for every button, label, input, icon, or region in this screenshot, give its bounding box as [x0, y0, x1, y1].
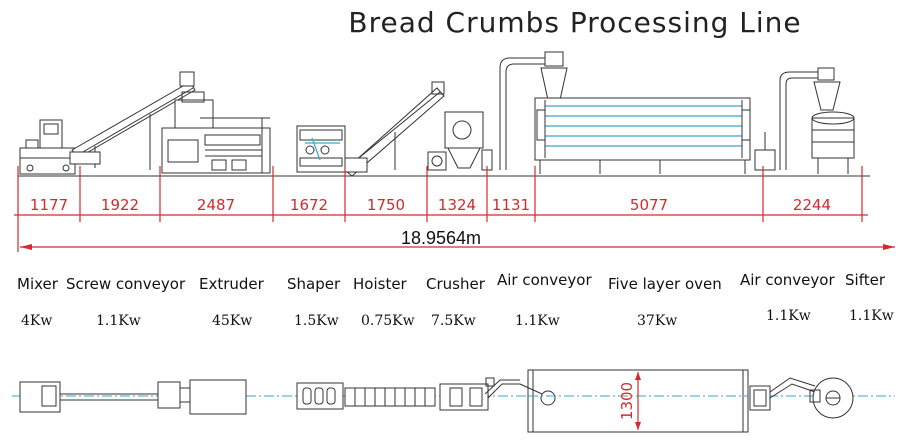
machine-name-sifter: Sifter	[845, 271, 886, 289]
extruder-elevation	[161, 91, 271, 174]
dimension-shaper: 1672	[290, 196, 328, 214]
machine-power-sifter: 1.1Kw	[849, 308, 894, 324]
shaper-plan	[296, 382, 344, 410]
machine-power-crusher: 7.5Kw	[431, 313, 476, 329]
screw-conveyor-elevation	[69, 71, 196, 170]
crusher-plan	[439, 377, 520, 411]
air-conveyor-1-elevation	[499, 51, 568, 170]
dimension-screw-conveyor: 1922	[101, 196, 139, 214]
machine-power-screw-conveyor: 1.1Kw	[96, 313, 141, 329]
machine-name-air-conveyor-1: Air conveyor	[497, 271, 592, 289]
machine-labels: Mixer Screw conveyor Extruder Shaper Hoi…	[17, 271, 894, 329]
machine-name-crusher: Crusher	[426, 275, 486, 293]
dimension-row: 1177 1922 2487 1672 1750 1324 1131 5077 …	[14, 166, 895, 252]
dimension-sifter: 2244	[793, 196, 831, 214]
machine-power-hoister: 0.75Kw	[361, 313, 415, 329]
dimension-crusher: 1324	[438, 196, 476, 214]
machine-name-screw-conveyor: Screw conveyor	[66, 275, 186, 293]
sifter-elevation	[811, 111, 855, 174]
machine-power-oven: 37Kw	[637, 313, 677, 329]
dimension-mixer: 1177	[30, 196, 68, 214]
machine-power-extruder: 45Kw	[212, 313, 252, 329]
machine-name-oven: Five layer oven	[608, 275, 722, 293]
mixer-plan	[19, 381, 90, 413]
elevation-view	[18, 51, 870, 177]
dimension-ticks	[17, 166, 863, 252]
sifter-plan	[749, 377, 854, 419]
air-conveyor-2-elevation	[754, 67, 841, 171]
oven-plan: 1300	[519, 369, 749, 433]
dimension-hoister: 1750	[367, 196, 405, 214]
oven-width-label: 1300	[618, 382, 636, 420]
total-length: 18.9564m	[401, 228, 481, 248]
diagram-title: Bread Crumbs Processing Line	[348, 6, 801, 39]
machine-name-hoister: Hoister	[353, 275, 408, 293]
plan-view: 1300	[12, 369, 895, 433]
machine-name-extruder: Extruder	[199, 275, 265, 293]
hoister-elevation	[344, 81, 445, 177]
crusher-elevation	[427, 111, 493, 171]
shaper-elevation	[296, 125, 346, 173]
total-arrow-right	[883, 244, 895, 250]
extruder-plan	[90, 379, 247, 415]
machine-power-air-conveyor-2: 1.1Kw	[766, 308, 811, 324]
five-layer-oven-elevation	[534, 97, 751, 174]
total-arrow-left	[20, 244, 32, 250]
machine-name-air-conveyor-2: Air conveyor	[740, 271, 835, 289]
machine-name-shaper: Shaper	[287, 275, 341, 293]
hoister-plan	[344, 387, 436, 407]
dimension-extruder: 2487	[197, 196, 235, 214]
machine-power-mixer: 4Kw	[21, 313, 52, 329]
dimension-oven: 5077	[630, 196, 668, 214]
machine-power-shaper: 1.5Kw	[294, 313, 339, 329]
machine-name-mixer: Mixer	[17, 275, 59, 293]
machine-power-air-conveyor-1: 1.1Kw	[515, 313, 560, 329]
mixer-elevation	[19, 119, 76, 175]
dimension-air-conveyor-1: 1131	[492, 196, 530, 214]
